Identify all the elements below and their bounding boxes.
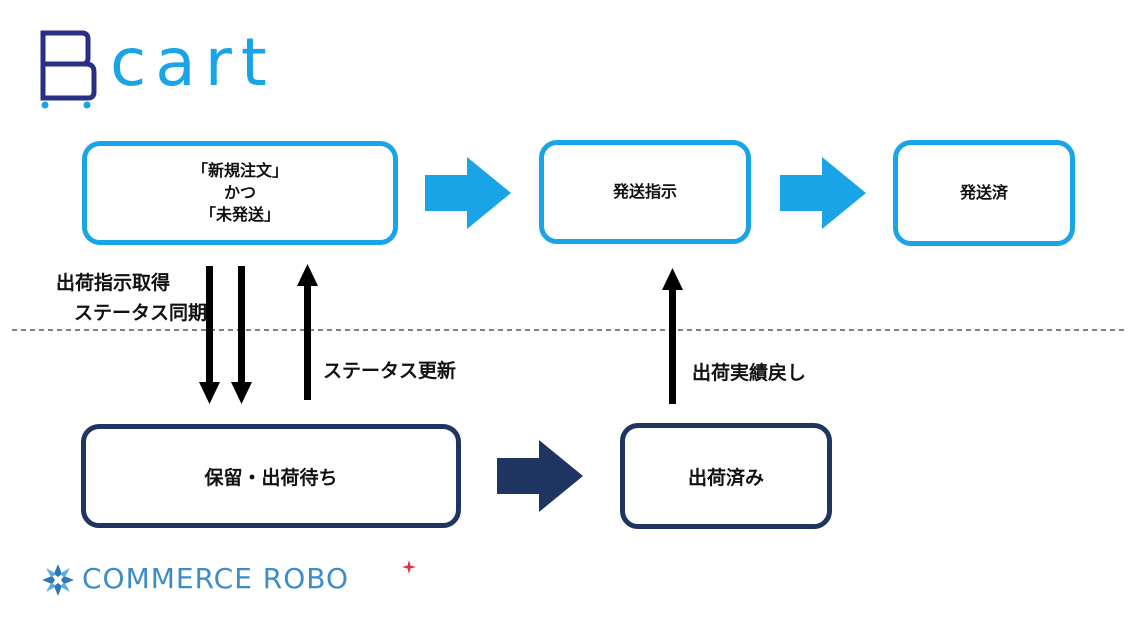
node-on-hold-awaiting-shipment: 保留・出荷待ち [81,424,461,528]
b-cart-logo-mark [40,30,97,109]
node-shipping-instructed: 発送指示 [539,140,751,244]
node-new-order: 「新規注文」 かつ 「未発送」 [82,141,398,245]
edge-label-return-results: 出荷実績戻し [692,362,807,384]
block-arrow-right-bottom [497,440,583,512]
divider-dashed-line [12,329,1125,331]
node-shipped: 発送済 [893,140,1075,246]
arrow-up-return-results [662,268,683,404]
edge-label-fetch-instructions: 出荷指示取得 [56,272,171,294]
node-new-order-line-2: かつ [223,183,256,202]
node-shipped-label: 発送済 [959,183,1008,202]
edge-label-status-sync: ステータス同期 [74,302,208,324]
commerce-robo-logo-text: COMMERCE ROBO [82,562,350,595]
commerce-robo-star-icon [402,560,416,574]
node-shipment-done-label: 出荷済み [687,466,764,489]
node-new-order-line-1: 「新規注文」 [191,161,288,180]
block-arrow-right-top-1 [425,157,511,229]
b-cart-logo-text: cart [110,24,276,101]
arrow-down-status-sync [231,266,252,404]
commerce-robo-logo-mark [42,564,74,596]
node-new-order-line-3: 「未発送」 [199,205,280,224]
arrow-up-status-update [297,264,318,400]
node-on-hold-awaiting-shipment-label: 保留・出荷待ち [204,466,338,489]
edge-label-status-update: ステータス更新 [323,360,457,382]
block-arrow-right-top-2 [780,157,866,229]
node-shipment-done: 出荷済み [620,423,832,529]
node-shipping-instructed-label: 発送指示 [612,182,677,201]
arrow-down-fetch-instructions [199,266,220,404]
